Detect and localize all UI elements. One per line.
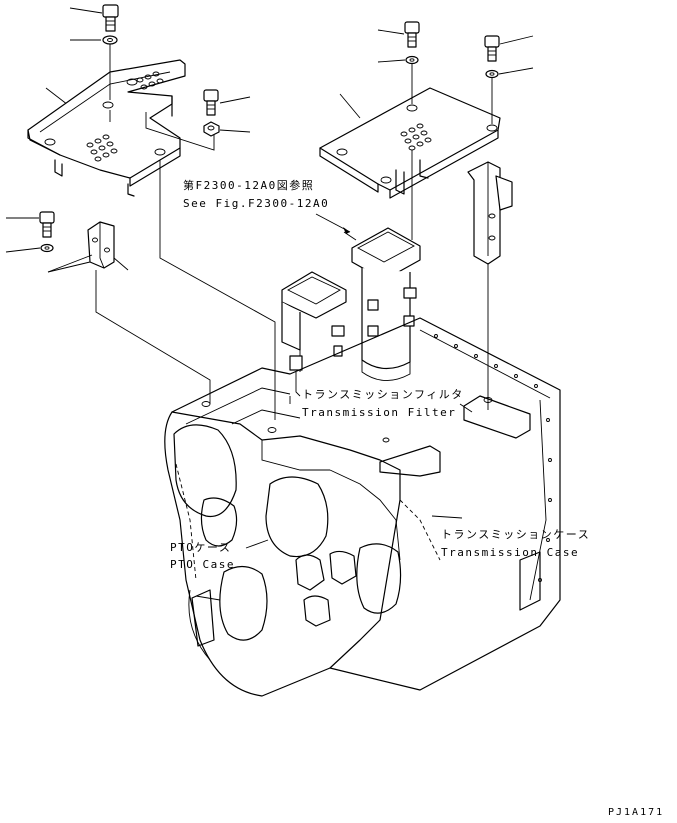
pto-case-label-en: PTO Case <box>170 558 235 571</box>
left-bracket-assembly <box>5 211 211 404</box>
cover-plate-left <box>27 59 186 179</box>
pto-case <box>164 411 401 697</box>
transmission-filter-label-en: Transmission Filter <box>302 406 457 419</box>
bolt-middle-left <box>203 89 251 137</box>
transmission-case-label-en: Transmission Case <box>441 546 580 559</box>
reference-label-jp: 第F2300-12A0図参照 <box>183 179 315 192</box>
transmission-filter <box>281 213 421 404</box>
transmission-case-label-jp: トランスミッションケース <box>441 528 591 541</box>
washer-left-top <box>102 35 118 45</box>
transmission-filter-label-jp: トランスミッションフィルタ <box>302 388 464 401</box>
left-cover-assembly <box>27 4 215 197</box>
right-cover-assembly <box>319 21 534 410</box>
pto-case-label-jp: PTOケース <box>170 541 232 554</box>
drawing-code: PJ1A171 <box>608 807 665 818</box>
reference-label-en: See Fig.F2300-12A0 <box>183 197 330 210</box>
transmission-case <box>164 317 561 697</box>
bolt-left-top <box>102 4 119 32</box>
